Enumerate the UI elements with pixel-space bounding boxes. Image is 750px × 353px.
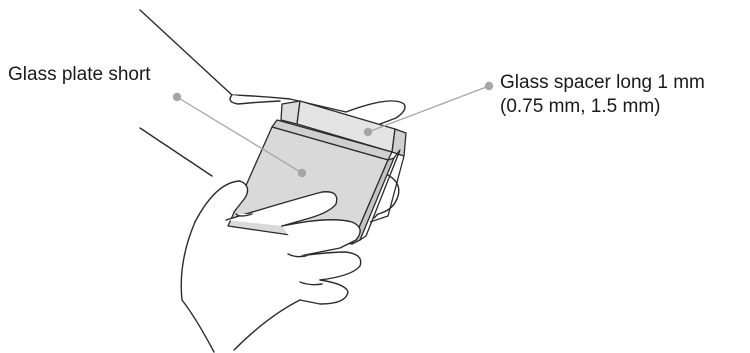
glass-spacer-label: Glass spacer long 1 mm (0.75 mm, 1.5 mm) [500,71,705,119]
glass-plate-label: Glass plate short [8,63,151,87]
glass-plate-leader-dot-start [173,93,181,101]
glass-spacer-leader-dot-start [485,82,493,90]
glass-spacer-label-line1: Glass spacer long 1 mm [500,71,705,95]
glass-plate-leader-dot-end [298,169,306,177]
glass-spacer-label-line2: (0.75 mm, 1.5 mm) [500,95,705,119]
glass-spacer-leader-dot-end [364,128,372,136]
